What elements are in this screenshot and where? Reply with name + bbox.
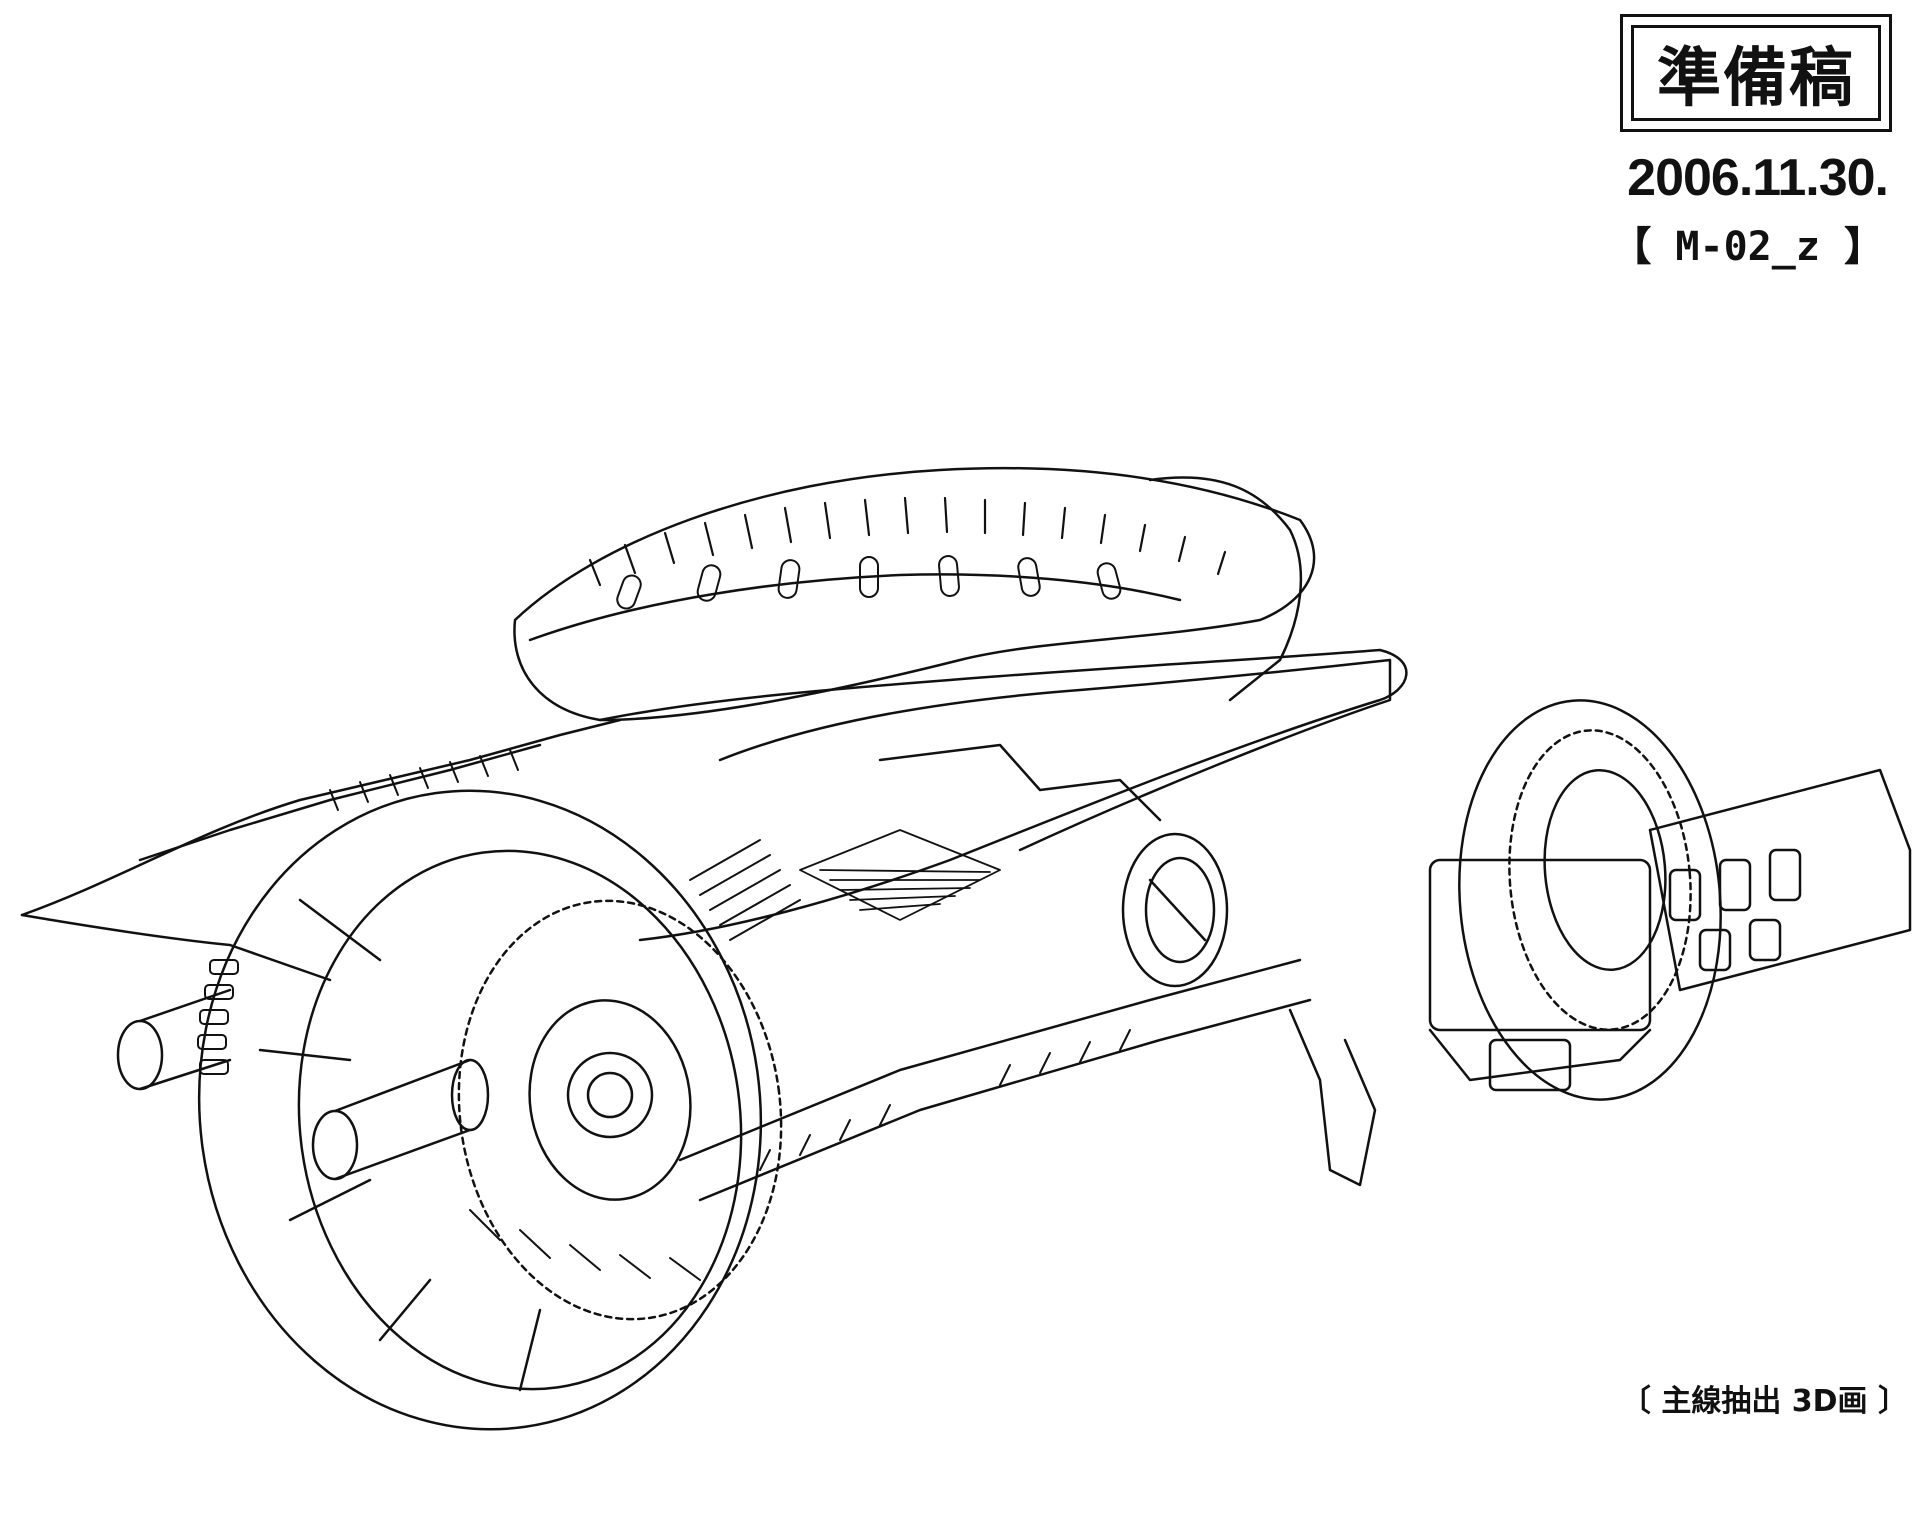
nose-spike-lower	[20, 913, 332, 982]
upper-shell-rim	[528, 573, 1182, 642]
seat-panel	[718, 658, 1392, 852]
swing-arm-teeth	[759, 1029, 1131, 1171]
front-wheel	[197, 789, 783, 1431]
date-label: 2006.11.30.	[1627, 149, 1889, 207]
draft-stamp-text: 準備稿	[1657, 41, 1855, 116]
model-code-label: 【 M-02_z 】	[1611, 224, 1884, 270]
side-turbine	[1121, 832, 1229, 988]
caption-label: 〔 主線抽出 3D画 〕	[1620, 1384, 1908, 1419]
vent-grille	[799, 829, 1001, 921]
swing-arm	[678, 958, 1302, 1162]
draft-stamp-box: 準備稿	[1620, 14, 1892, 132]
nose-top-ridge	[138, 743, 542, 862]
seat-stripe	[878, 743, 1162, 822]
under-nose-ribs	[197, 959, 239, 1075]
rear-wheel	[1458, 699, 1722, 1101]
front-cylinders	[116, 988, 490, 1181]
lower-chain	[469, 1209, 701, 1281]
shell-ridges	[588, 496, 1227, 587]
draft-stamp-inner-border	[1631, 25, 1881, 121]
rear-tail	[1148, 476, 1303, 702]
kickstand-gear	[1288, 1008, 1377, 1187]
upper-shell	[513, 466, 1316, 722]
shell-pods	[616, 555, 1122, 610]
swing-arm-lower	[698, 998, 1312, 1202]
rear-cannon	[1428, 768, 1912, 1092]
main-hull	[598, 648, 1408, 942]
nose-spike	[20, 718, 622, 917]
suspension-spring	[689, 839, 801, 941]
front-cover-ridges	[329, 749, 519, 811]
